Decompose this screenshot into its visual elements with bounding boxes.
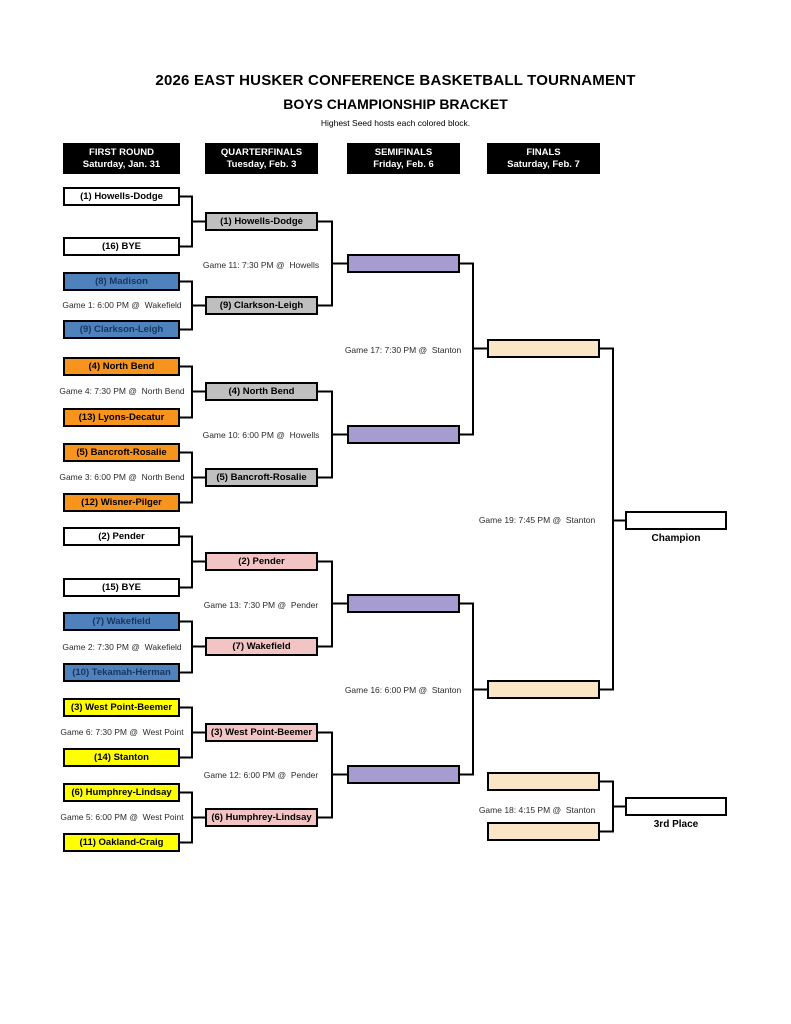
third-place-feeder-1 bbox=[487, 772, 600, 791]
quarterfinal-box-wakefield: (7) Wakefield bbox=[205, 637, 318, 656]
first-round-box-wakefield: (7) Wakefield bbox=[63, 612, 180, 631]
first-round-box-lyons-decatur: (13) Lyons-Decatur bbox=[63, 408, 180, 427]
first-round-box-north-bend: (4) North Bend bbox=[63, 357, 180, 376]
title-block: 2026 EAST HUSKER CONFERENCE BASKETBALL T… bbox=[0, 72, 791, 128]
tournament-title: 2026 EAST HUSKER CONFERENCE BASKETBALL T… bbox=[155, 72, 636, 89]
game-16-info: Game 16: 6:00 PM @ Stanton bbox=[344, 685, 462, 695]
round-date: Friday, Feb. 6 bbox=[373, 159, 434, 170]
first-round-box-wisner-pilger: (12) Wisner-Pilger bbox=[63, 493, 180, 512]
first-round-box-west-point-beemer: (3) West Point-Beemer bbox=[63, 698, 180, 717]
semifinal-slot-4 bbox=[347, 765, 460, 784]
quarterfinal-box-clarkson-leigh: (9) Clarkson-Leigh bbox=[205, 296, 318, 315]
quarterfinal-box-bancroft-rosalie: (5) Bancroft-Rosalie bbox=[205, 468, 318, 487]
final-slot-2 bbox=[487, 680, 600, 699]
third-place-label: 3rd Place bbox=[653, 819, 699, 830]
champion-label: Champion bbox=[651, 533, 701, 544]
game-13-info: Game 13: 7:30 PM @ Pender bbox=[203, 600, 319, 610]
champion-box bbox=[625, 511, 727, 530]
game-3-info: Game 3: 6:00 PM @ North Bend bbox=[59, 472, 185, 482]
quarterfinal-box-howells-dodge: (1) Howells-Dodge bbox=[205, 212, 318, 231]
hosting-note: Highest Seed hosts each colored block. bbox=[320, 118, 471, 128]
game-19-info: Game 19: 7:45 PM @ Stanton bbox=[478, 515, 596, 525]
round-date: Tuesday, Feb. 3 bbox=[226, 159, 297, 170]
game-4-info: Game 4: 7:30 PM @ North Bend bbox=[59, 386, 185, 396]
round-name: QUARTERFINALS bbox=[220, 147, 303, 158]
third-place-feeder-2 bbox=[487, 822, 600, 841]
game-1-info: Game 1: 6:00 PM @ Wakefield bbox=[62, 300, 182, 310]
bracket-subtitle: BOYS CHAMPIONSHIP BRACKET bbox=[283, 96, 508, 112]
quarterfinal-box-humphrey-lindsay: (6) Humphrey-Lindsay bbox=[205, 808, 318, 827]
round-name: SEMIFINALS bbox=[374, 147, 433, 158]
game-2-info: Game 2: 7:30 PM @ Wakefield bbox=[62, 642, 182, 652]
first-round-box-madison: (8) Madison bbox=[63, 272, 180, 291]
game-5-info: Game 5: 6:00 PM @ West Point bbox=[60, 812, 184, 822]
game-6-info: Game 6: 7:30 PM @ West Point bbox=[60, 727, 184, 737]
game-12-info: Game 12: 6:00 PM @ Pender bbox=[203, 770, 319, 780]
semifinal-slot-1 bbox=[347, 254, 460, 273]
quarterfinal-box-west-point-beemer: (3) West Point-Beemer bbox=[205, 723, 318, 742]
first-round-box-pender: (2) Pender bbox=[63, 527, 180, 546]
first-round-box-howells-dodge: (1) Howells-Dodge bbox=[63, 187, 180, 206]
semifinal-slot-3 bbox=[347, 594, 460, 613]
game-11-info: Game 11: 7:30 PM @ Howells bbox=[202, 260, 320, 270]
first-round-box-stanton: (14) Stanton bbox=[63, 748, 180, 767]
game-18-info: Game 18: 4:15 PM @ Stanton bbox=[478, 805, 596, 815]
quarterfinal-box-north-bend: (4) North Bend bbox=[205, 382, 318, 401]
semifinal-slot-2 bbox=[347, 425, 460, 444]
first-round-box-bancroft-rosalie: (5) Bancroft-Rosalie bbox=[63, 443, 180, 462]
first-round-box-humphrey-lindsay: (6) Humphrey-Lindsay bbox=[63, 783, 180, 802]
round-name: FINALS bbox=[526, 147, 561, 158]
game-10-info: Game 10: 6:00 PM @ Howells bbox=[202, 430, 320, 440]
game-17-info: Game 17: 7:30 PM @ Stanton bbox=[344, 345, 462, 355]
round-date: Saturday, Jan. 31 bbox=[82, 159, 161, 170]
first-round-box-tekamah-herman: (10) Tekamah-Herman bbox=[63, 663, 180, 682]
round-name: FIRST ROUND bbox=[89, 147, 154, 158]
round-date: Saturday, Feb. 7 bbox=[507, 159, 580, 170]
first-round-box-oakland-craig: (11) Oakland-Craig bbox=[63, 833, 180, 852]
first-round-box-clarkson-leigh: (9) Clarkson-Leigh bbox=[63, 320, 180, 339]
quarterfinal-box-pender: (2) Pender bbox=[205, 552, 318, 571]
first-round-box-bye-15: (15) BYE bbox=[63, 578, 180, 597]
connector-path bbox=[180, 195, 625, 844]
final-slot-1 bbox=[487, 339, 600, 358]
first-round-box-bye-16: (16) BYE bbox=[63, 237, 180, 256]
third-place-box bbox=[625, 797, 727, 816]
